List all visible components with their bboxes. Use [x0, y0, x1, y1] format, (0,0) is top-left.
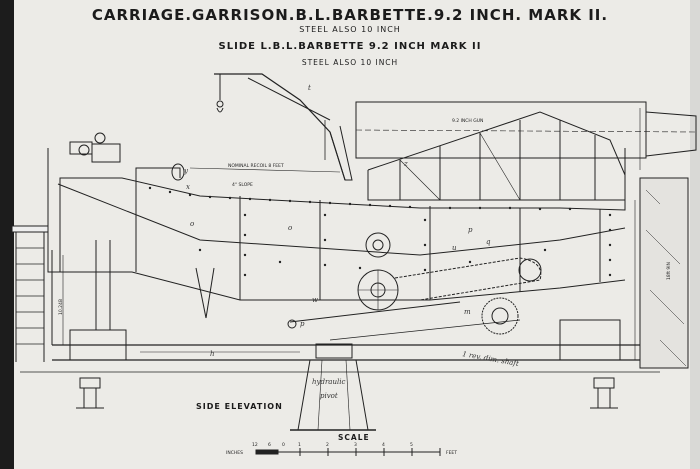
svg-text:INCHES: INCHES — [226, 450, 243, 456]
svg-text:4: 4 — [382, 442, 385, 448]
part-letters: t x y z o o p q h m u w p — [183, 84, 491, 358]
hydraulic-note: hydraulic — [312, 378, 345, 386]
dim-left: 10.24B — [58, 299, 64, 315]
svg-text:6: 6 — [268, 442, 271, 448]
svg-text:z: z — [403, 160, 408, 168]
svg-text:2: 2 — [326, 442, 329, 448]
svg-text:h: h — [210, 350, 215, 358]
rivet-rows — [148, 186, 612, 277]
svg-text:o: o — [288, 224, 292, 232]
scale-caption: SCALE — [338, 433, 370, 442]
holdfast-left — [76, 377, 104, 409]
slide-title-sub: STEEL ALSO 10 INCH — [301, 58, 399, 67]
svg-text:x: x — [186, 183, 190, 191]
gun-barrel — [355, 101, 697, 170]
svg-text:1: 1 — [298, 442, 301, 448]
parapet-wall: 18ft 9IN — [634, 177, 689, 369]
page-edge — [0, 0, 14, 469]
side-elevation-caption: SIDE ELEVATION — [196, 402, 283, 411]
hoist-crane — [214, 73, 353, 181]
slide-title: SLIDE L.B.L.BARBETTE 9.2 INCH MARK II — [218, 41, 482, 52]
svg-text:q: q — [486, 238, 491, 246]
svg-text:0: 0 — [282, 442, 285, 448]
dim-right: 18ft 9IN — [666, 262, 672, 280]
gun-label: 9.2 INCH GUN — [452, 118, 483, 124]
recoil-label: NOMINAL RECOIL 8 FEET — [228, 163, 284, 169]
svg-text:t: t — [308, 84, 311, 92]
scale-bar — [255, 448, 441, 456]
carriage-frame — [47, 148, 626, 301]
recoil-line: NOMINAL RECOIL 8 FEET — [189, 163, 341, 173]
svg-text:p: p — [468, 226, 473, 234]
breech-fittings — [69, 132, 185, 181]
drawing-title: CARRIAGE.GARRISON.B.L.BARBETTE.9.2 INCH.… — [91, 6, 609, 24]
svg-text:u: u — [452, 244, 457, 252]
svg-text:3: 3 — [354, 442, 357, 448]
holdfast-right — [590, 377, 618, 409]
svg-text:y: y — [183, 167, 189, 175]
slope-label: 4° SLOPE — [232, 182, 253, 188]
svg-text:5: 5 — [410, 442, 413, 448]
shaft-note: 1 rev. dim. shaft — [462, 350, 520, 368]
drawing-sheet — [14, 0, 690, 469]
gun-frame-truss — [367, 111, 626, 201]
svg-text:p: p — [300, 320, 305, 328]
chain-drive — [394, 257, 542, 301]
linkage-rods — [195, 267, 521, 341]
svg-text:12: 12 — [252, 442, 258, 448]
base-racer — [20, 319, 660, 373]
pivot-note: pivot — [320, 392, 338, 400]
svg-text:m: m — [464, 308, 471, 316]
central-pivot-pedestal — [290, 343, 376, 431]
left-pillar — [51, 240, 111, 345]
svg-text:w: w — [312, 296, 318, 304]
scale-ticks: 12 6 0 1 2 3 4 5 INCHES FEET — [226, 442, 457, 456]
svg-text:FEET: FEET — [446, 450, 457, 456]
drawing-title-sub: STEEL ALSO 10 INCH — [299, 25, 401, 34]
loading-ladder — [11, 225, 49, 362]
svg-text:o: o — [190, 220, 194, 228]
elevating-gear — [357, 232, 519, 335]
